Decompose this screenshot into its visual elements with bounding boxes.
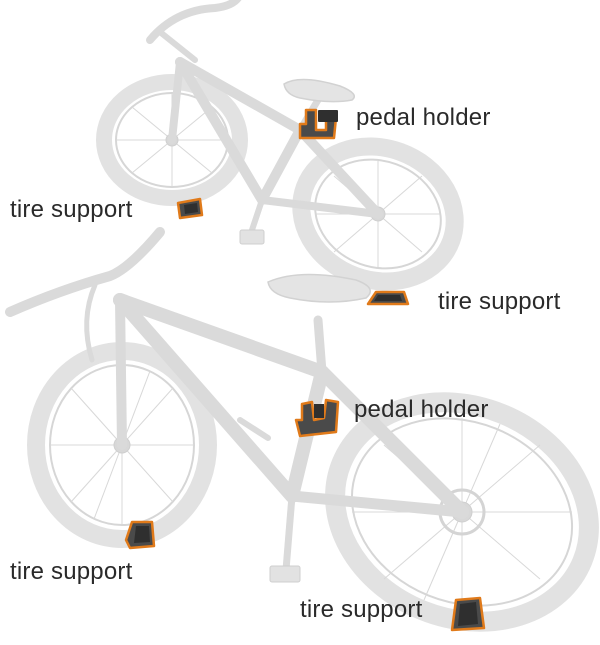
- top-bike-saddle: [283, 78, 355, 103]
- tire-support-bracket-top-left: [176, 197, 204, 220]
- bottom-bike-handlebar: [5, 227, 165, 317]
- bottom-bicycle: [5, 227, 599, 632]
- tire-support-bracket-right-mid: [366, 290, 410, 306]
- tire-support-label-right-mid: tire support: [438, 288, 561, 315]
- tire-support-label-bottom-left: tire support: [10, 558, 133, 585]
- pedal-holder-label-top: pedal holder: [356, 104, 491, 131]
- pedal-holder-bracket-bottom: [294, 398, 340, 438]
- pedal-holder-label-bottom: pedal holder: [354, 396, 489, 423]
- tire-support-bracket-bottom-right: [450, 596, 486, 632]
- top-bike-handlebar: [146, 0, 242, 44]
- pedal-holder-bracket-top: [298, 108, 338, 140]
- bottom-bike-saddle: [267, 273, 371, 303]
- bottom-bike-pedal: [269, 565, 301, 583]
- tire-support-bracket-bottom-left: [124, 520, 156, 550]
- top-bicycle: [96, 0, 464, 291]
- tire-support-label-top-left: tire support: [10, 196, 133, 223]
- top-bike-pedal: [239, 229, 265, 245]
- tire-support-label-bottom-right: tire support: [300, 596, 423, 623]
